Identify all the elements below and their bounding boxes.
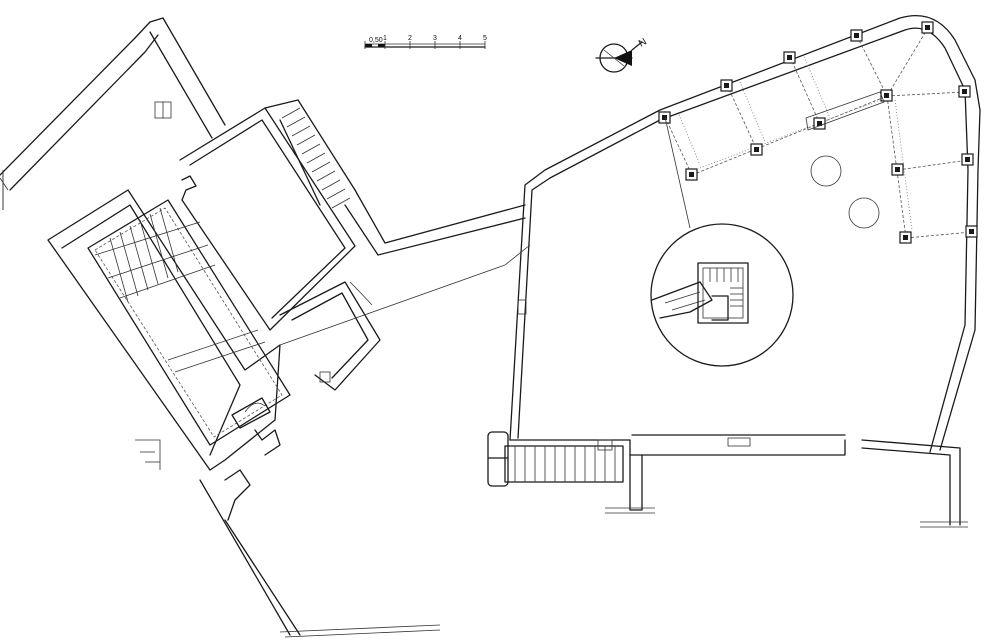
round-cistern <box>810 155 842 187</box>
inner-staircase-hall <box>87 199 291 446</box>
pillar-grid <box>658 21 978 244</box>
scale-bar-segment <box>365 44 372 47</box>
scale-label-0-50: 0,50 <box>369 37 383 44</box>
round-cistern <box>848 197 880 229</box>
scale-label-5: 5 <box>483 35 487 42</box>
scale-bar: 0,50 1 2 3 4 5 <box>364 35 487 49</box>
north-label: N <box>637 36 649 49</box>
scale-label-2: 2 <box>408 35 412 42</box>
path-line <box>279 264 506 346</box>
scale-bar-segment <box>378 44 385 47</box>
lower-staircase <box>487 431 624 487</box>
detail-callout <box>650 116 794 367</box>
right-building <box>487 14 981 528</box>
north-arrow-icon: N <box>595 36 649 73</box>
scale-label-3: 3 <box>433 35 437 42</box>
altar-niche <box>231 397 271 429</box>
wall-niche <box>517 299 527 315</box>
upper-staircase <box>264 99 356 209</box>
left-building <box>0 17 526 638</box>
scale-label-1: 1 <box>383 35 387 42</box>
scale-label-4: 4 <box>458 35 462 42</box>
